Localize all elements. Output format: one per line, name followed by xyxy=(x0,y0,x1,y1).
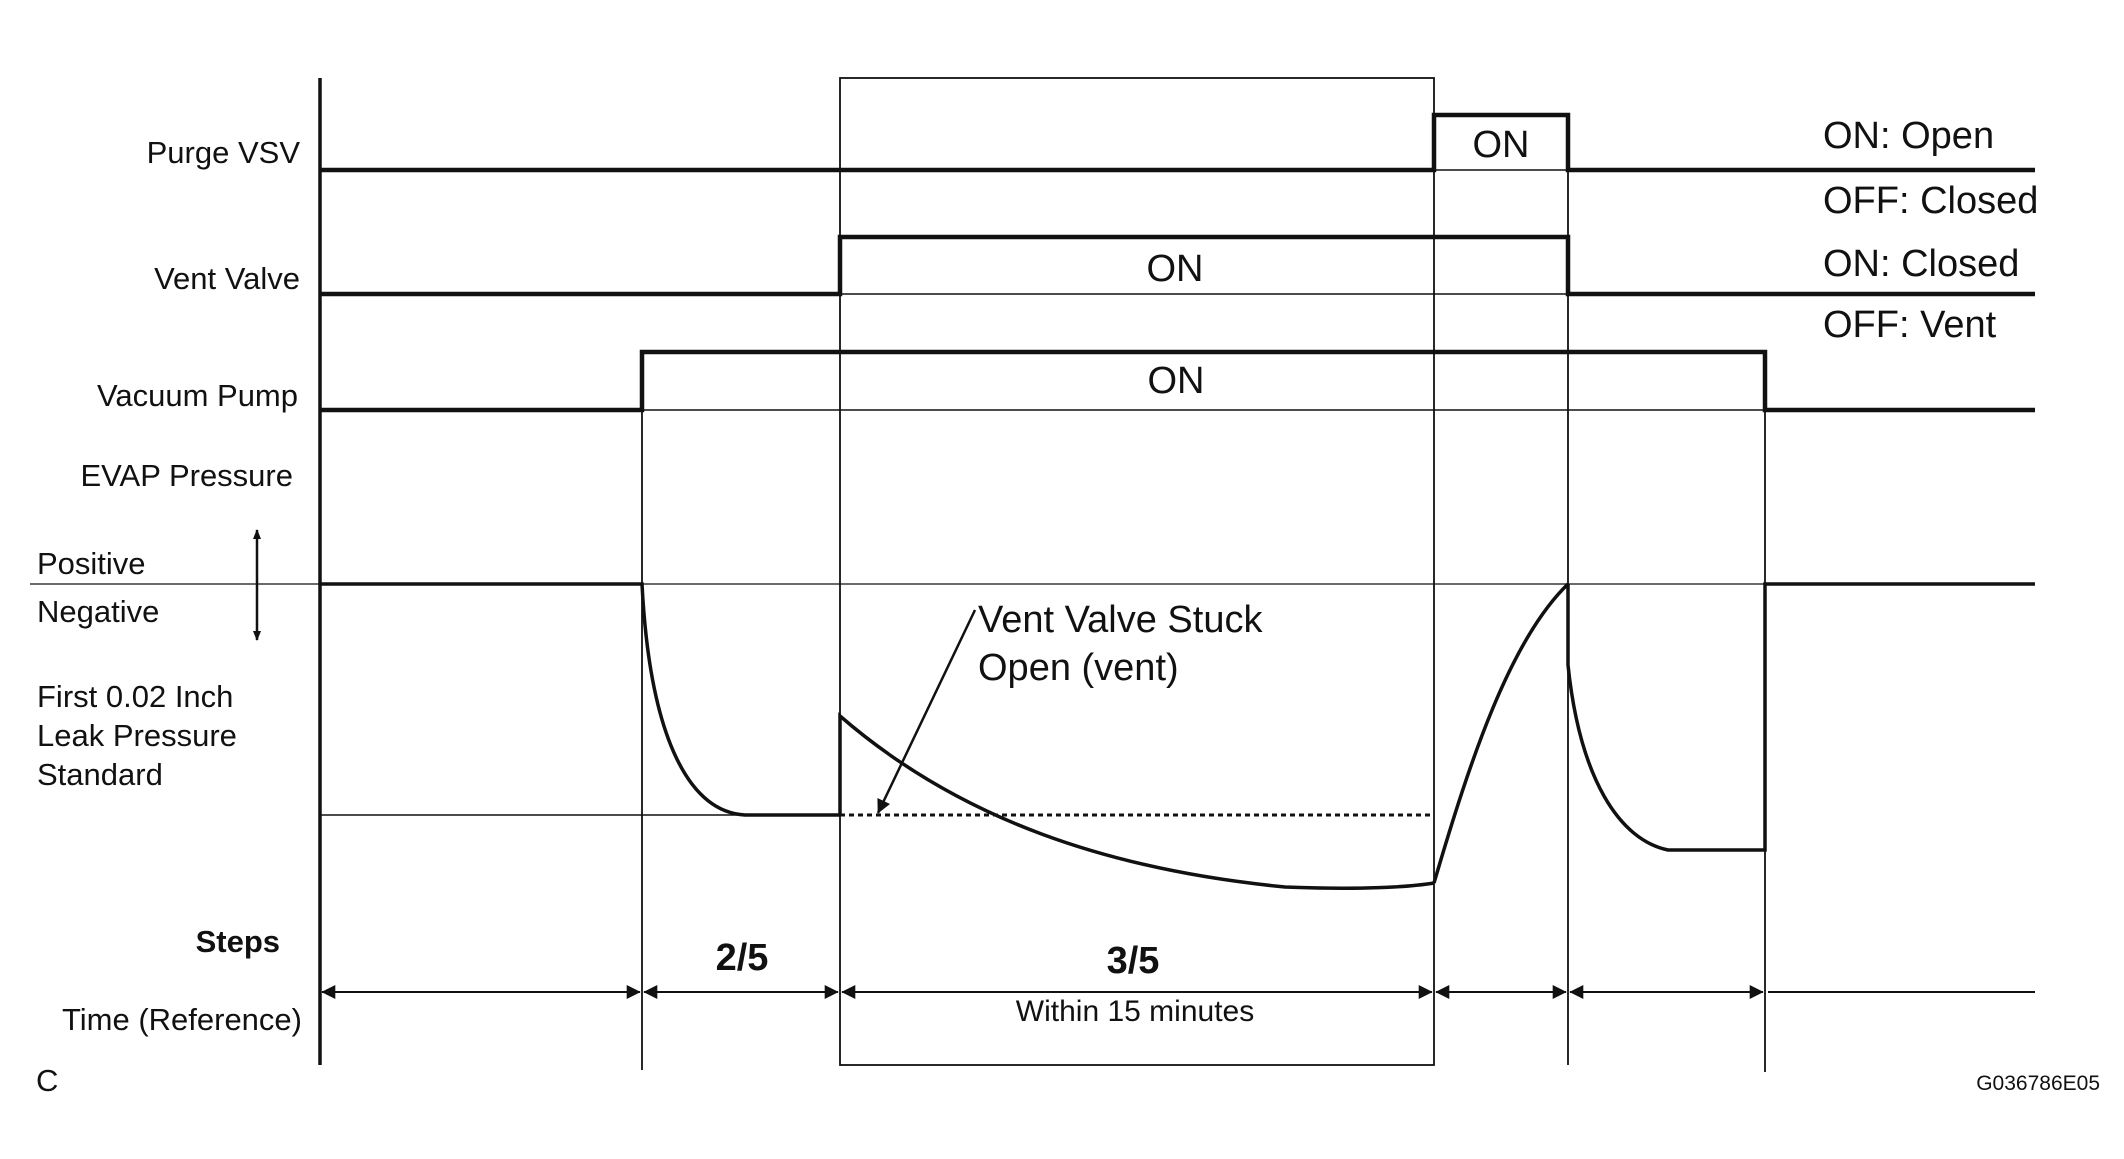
step-3-label: 3/5 xyxy=(1107,940,1160,982)
signal-traces xyxy=(320,112,2035,413)
label-purge-vsv: Purge VSV xyxy=(147,135,301,170)
label-positive: Positive xyxy=(37,546,146,581)
label-evap-pressure: EVAP Pressure xyxy=(80,458,293,493)
annotation-line-1: Vent Valve Stuck xyxy=(978,599,1263,641)
label-leak-standard-1: First 0.02 Inch xyxy=(37,679,233,714)
legend-purge-off: OFF: Closed xyxy=(1823,180,2038,222)
legend-vent-on: ON: Closed xyxy=(1823,243,2019,285)
pump-on-label: ON xyxy=(1148,360,1205,402)
annotation-pointer xyxy=(876,609,977,814)
label-leak-standard-3: Standard xyxy=(37,757,163,792)
step-3-duration: Within 15 minutes xyxy=(1016,995,1254,1028)
vent-valve-trace xyxy=(320,234,2035,297)
row-labels: Purge VSV Vent Valve Vacuum Pump EVAP Pr… xyxy=(37,135,302,1037)
grid-lines xyxy=(30,77,2035,1072)
on-labels: ON ON ON xyxy=(1147,124,1530,402)
corner-letter: C xyxy=(36,1063,58,1098)
legend-vent-off: OFF: Vent xyxy=(1823,304,1997,346)
figure-code: G036786E05 xyxy=(1976,1072,2100,1095)
purge-on-label: ON xyxy=(1473,124,1530,166)
purge-vsv-trace xyxy=(320,112,2035,173)
label-vent-valve: Vent Valve xyxy=(154,261,300,296)
annotation-line-2: Open (vent) xyxy=(978,647,1179,689)
label-negative: Negative xyxy=(37,594,159,629)
step-2-label: 2/5 xyxy=(716,937,769,979)
legend: ON: Open OFF: Closed ON: Closed OFF: Ven… xyxy=(1823,115,2038,346)
label-vacuum-pump: Vacuum Pump xyxy=(97,378,298,413)
step-3-box xyxy=(839,77,1435,1066)
evap-pressure-trace xyxy=(320,582,2035,890)
label-time-reference: Time (Reference) xyxy=(62,1002,302,1037)
legend-purge-on: ON: Open xyxy=(1823,115,1994,157)
label-leak-standard-2: Leak Pressure xyxy=(37,718,237,753)
label-steps: Steps xyxy=(196,924,280,959)
vacuum-pump-trace xyxy=(320,349,2035,413)
vent-on-label: ON xyxy=(1147,248,1204,290)
